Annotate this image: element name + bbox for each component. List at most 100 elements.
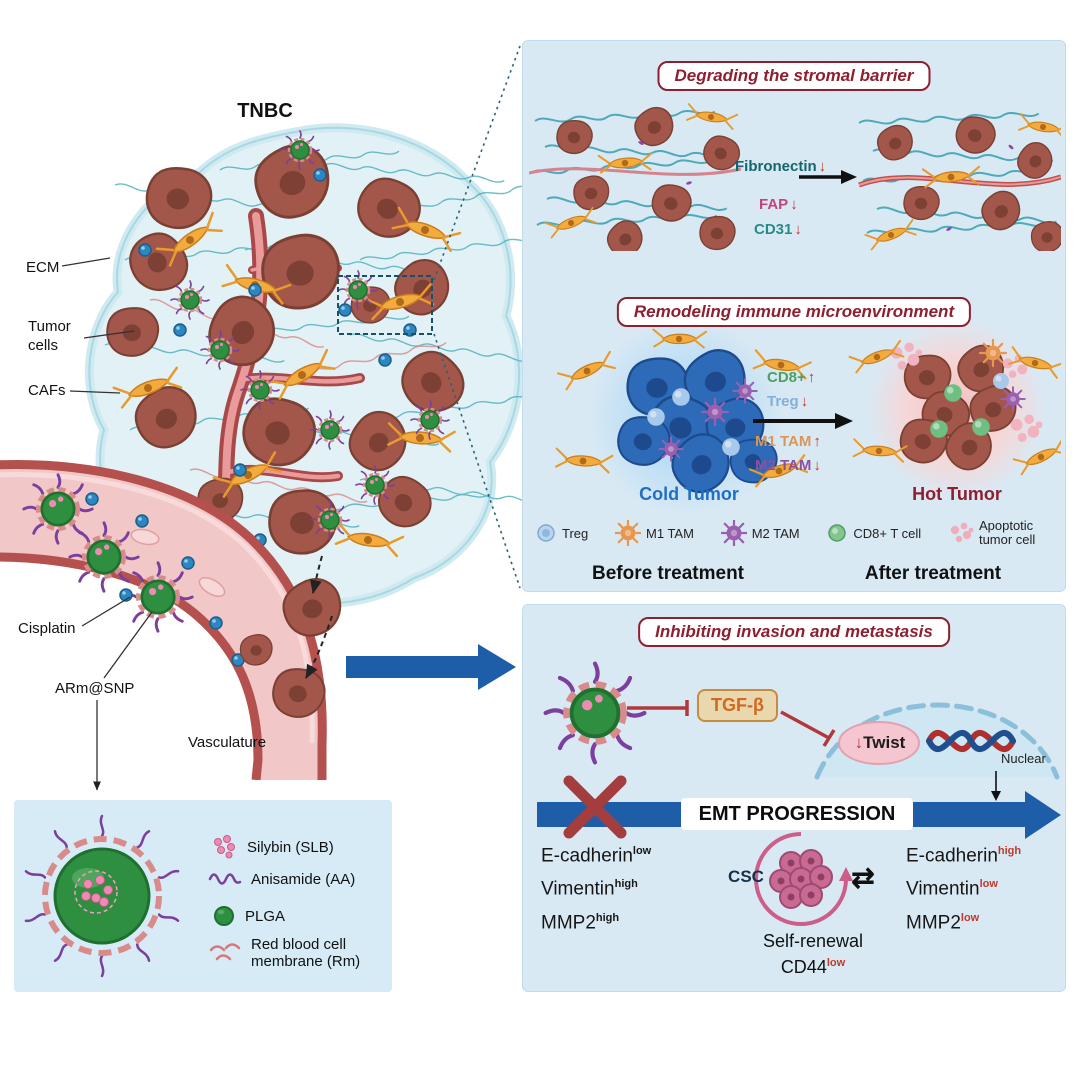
- cafs-label: CAFs: [28, 382, 66, 399]
- cd31-label: CD31: [754, 221, 793, 238]
- rbc-membrane-icon: [209, 943, 241, 961]
- legend-item-plga: PLGA: [212, 904, 285, 928]
- twist-ellipse: [838, 721, 920, 765]
- legend-item-treg: Treg: [535, 522, 588, 544]
- apoptotic-cell-icon: [950, 522, 974, 543]
- silybin-icon: [214, 835, 235, 859]
- twist-text: Twist: [863, 733, 906, 752]
- marker-e-cadherin-before: E-cadherinlow: [541, 845, 651, 867]
- rbc-membrane-label: Red blood cell membrane (Rm): [251, 936, 361, 971]
- twist-label: ↓Twist: [839, 733, 921, 753]
- stromal-immune-panel: Degrading the stromal barrier: [522, 40, 1066, 592]
- treg-legend-label: Treg: [562, 525, 589, 541]
- fibronectin-label: Fibronectin: [735, 158, 817, 175]
- nuclear-label: Nuclear: [1001, 751, 1046, 766]
- inhibit-arrow-np-tgfb: [627, 700, 689, 716]
- immune-panel-title: Remodeling immune microenvironment: [616, 297, 972, 327]
- zoom-region-box: [337, 275, 433, 335]
- plga-icon: [214, 906, 234, 926]
- m1-tam-label: M1 TAM: [755, 433, 812, 450]
- twist-down-arrow-icon: ↓: [854, 733, 864, 752]
- inhibit-arrow-tgfb-twist: [780, 710, 836, 747]
- e-cadherin-after-level: high: [997, 845, 1022, 857]
- m1-up-arrow-icon: ↑: [813, 433, 821, 450]
- stroma-illustration: [529, 101, 1061, 251]
- nanoparticle-legend-icon: [24, 814, 180, 978]
- fap-down-arrow-icon: ↓: [790, 196, 798, 213]
- m2-legend-label: M2 TAM: [751, 525, 800, 541]
- immune-illustration: [552, 317, 1061, 517]
- equilibrium-arrows-icon: ⇄: [851, 862, 875, 893]
- m2-tam-icon: [720, 520, 747, 547]
- ecm-label: ECM: [26, 259, 60, 276]
- marker-mmp2-before: MMP2high: [541, 912, 651, 934]
- m2-down-arrow-icon: ↓: [813, 457, 821, 474]
- tumor-cells-label: Tumor cells: [28, 318, 71, 354]
- plga-label: PLGA: [245, 907, 286, 925]
- emt-markers-after: E-cadherinhigh Vimentinlow MMP2low: [906, 845, 1021, 945]
- cell-type-legend: Treg M1 TAM M2 TAM CD8+ T cell Apoptotic…: [535, 518, 1053, 548]
- vimentin-before-level: high: [614, 878, 638, 891]
- silybin-label: Silybin (SLB): [247, 838, 334, 856]
- mmp2-after-name: MMP2: [906, 911, 961, 933]
- cd8-label: CD8+: [767, 369, 806, 386]
- before-treatment-label: Before treatment: [591, 563, 745, 584]
- treg-label: Treg: [767, 393, 799, 410]
- m2-tam-label: M2 TAM: [755, 457, 812, 474]
- m1-legend-label: M1 TAM: [646, 525, 694, 541]
- metastasis-panel: Inhibiting invasion and metastasis TGF-β…: [522, 604, 1066, 992]
- mmp2-before-level: high: [595, 911, 620, 924]
- after-treatment-label: After treatment: [864, 563, 1002, 584]
- stroma-cells-before: [543, 101, 747, 251]
- tnbc-title: TNBC: [237, 100, 293, 122]
- marker-e-cadherin-after: E-cadherinhigh: [906, 845, 1021, 867]
- self-renewal-label: Self-renewal: [762, 931, 864, 951]
- marker-m1-tam: M1 TAM↑: [755, 433, 821, 450]
- marker-cd31: CD31↓: [754, 221, 802, 238]
- anisamide-label: Anisamide (AA): [251, 870, 356, 888]
- vimentin-after-level: low: [979, 878, 998, 891]
- cd44-level: low: [826, 957, 846, 969]
- e-cadherin-before-name: E-cadherin: [541, 845, 633, 867]
- nuclear-down-arrow-icon: [991, 771, 1001, 801]
- nucleus-illustration: [814, 702, 1060, 780]
- m1-tam-icon: [615, 520, 642, 547]
- anisamide-icon: [208, 873, 242, 885]
- cisplatin-label: Cisplatin: [18, 620, 76, 637]
- marker-vimentin-after: Vimentinlow: [906, 878, 1021, 900]
- cd31-down-arrow-icon: ↓: [794, 221, 802, 238]
- e-cadherin-after-name: E-cadherin: [906, 845, 998, 867]
- legend-item-anisamide: Anisamide (AA): [208, 870, 355, 888]
- legend-item-m1-tam: M1 TAM: [615, 520, 694, 547]
- marker-mmp2-after: MMP2low: [906, 912, 1021, 934]
- marker-m2-tam: M2 TAM↓: [755, 457, 821, 474]
- cd8-icon: [828, 524, 847, 542]
- legend-item-m2-tam: M2 TAM: [720, 520, 800, 547]
- cd44-label: CD44low: [733, 957, 893, 978]
- cd8-up-arrow-icon: ↑: [807, 369, 816, 386]
- marker-treg: Treg↓: [767, 393, 808, 410]
- legend-item-cd8: CD8+ T cell: [826, 522, 921, 544]
- stromal-panel-title: Degrading the stromal barrier: [657, 61, 931, 91]
- tgfb-box: TGF-β: [697, 689, 778, 722]
- cold-tumor-label: Cold Tumor: [639, 484, 739, 504]
- treg-icon: [537, 524, 555, 542]
- csc-illustration: [754, 832, 853, 926]
- emt-arrow-head: [1025, 791, 1061, 839]
- emt-markers-before: E-cadherinlow Vimentinhigh MMP2high: [541, 845, 651, 945]
- immune-transition-arrow-icon: [753, 413, 853, 429]
- emt-progression-label: EMT PROGRESSION: [681, 798, 913, 830]
- material-legend-box: Silybin (SLB) Anisamide (AA) PLGA Red bl…: [14, 800, 392, 992]
- hot-tumor-label: Hot Tumor: [912, 484, 1002, 504]
- vasculature-label: Vasculature: [188, 734, 267, 751]
- legend-item-silybin: Silybin (SLB): [210, 834, 334, 860]
- cd8-legend-label: CD8+ T cell: [853, 525, 922, 541]
- metastasis-panel-title: Inhibiting invasion and metastasis: [638, 617, 950, 647]
- legend-item-apoptotic: Apoptotic tumor cell: [948, 518, 1053, 548]
- vimentin-before-name: Vimentin: [541, 878, 615, 900]
- vessel-illustration: [0, 460, 348, 780]
- fap-label: FAP: [759, 196, 789, 213]
- apoptotic-legend-label: Apoptotic tumor cell: [978, 518, 1036, 548]
- treg-down-arrow-icon: ↓: [800, 393, 809, 410]
